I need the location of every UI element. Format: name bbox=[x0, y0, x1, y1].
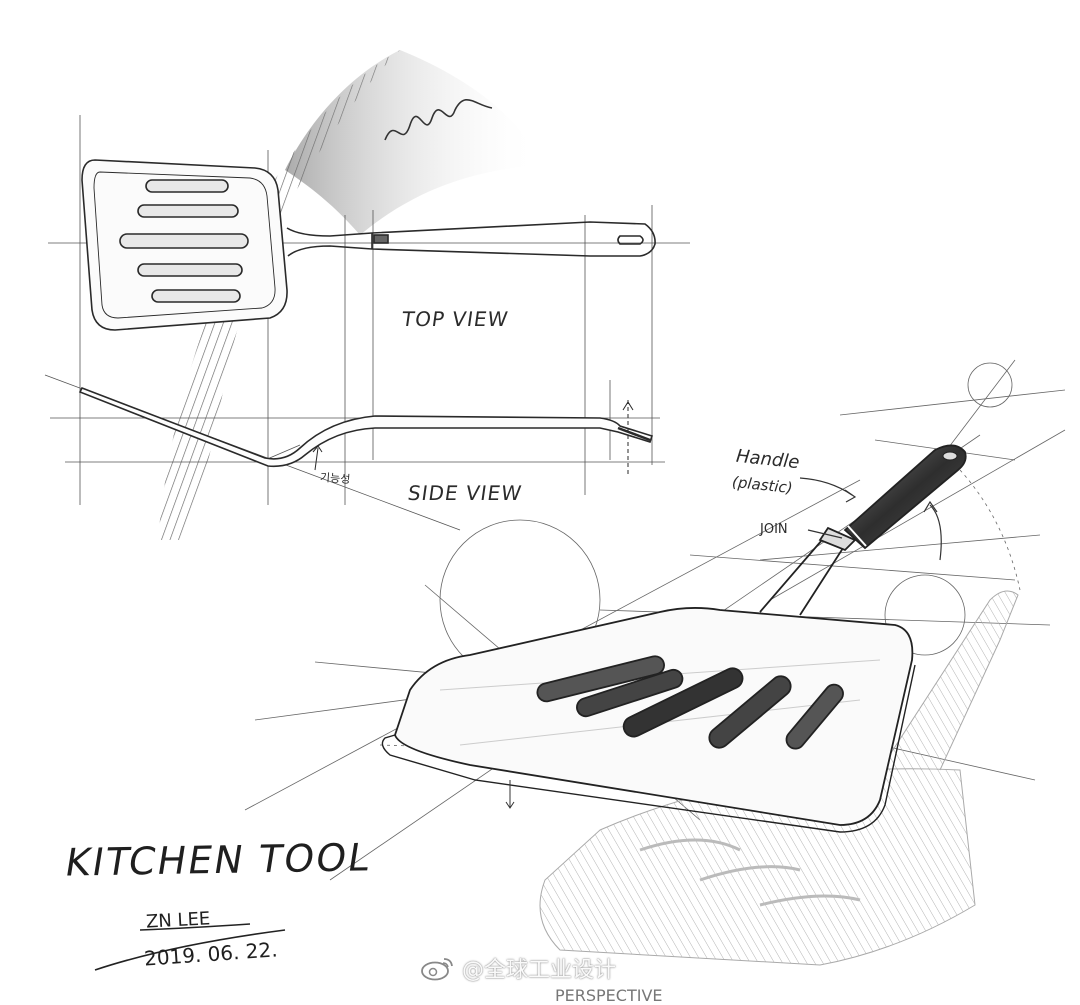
designer-signature: ZN LEE bbox=[145, 908, 211, 933]
weibo-icon bbox=[421, 958, 453, 981]
sketch-title: KITCHEN TOOL bbox=[62, 835, 375, 885]
perspective-label: PERSPECTIVE bbox=[555, 986, 663, 1005]
watermark: @全球工业设计 bbox=[420, 952, 616, 984]
join-label: JOIN bbox=[760, 522, 788, 537]
annotation-strokes bbox=[505, 477, 942, 809]
signature-strokes bbox=[94, 923, 286, 971]
side-view-label: SIDE VIEW bbox=[406, 481, 524, 505]
top-view-label: TOP VIEW bbox=[400, 307, 511, 331]
watermark-text: @全球工业设计 bbox=[462, 958, 617, 983]
spatula-top-view bbox=[81, 159, 656, 331]
spatula-side-view bbox=[78, 386, 654, 475]
korean-note: 기능성 bbox=[319, 470, 351, 487]
spatula-perspective bbox=[381, 444, 967, 833]
background-arc bbox=[158, 50, 540, 540]
